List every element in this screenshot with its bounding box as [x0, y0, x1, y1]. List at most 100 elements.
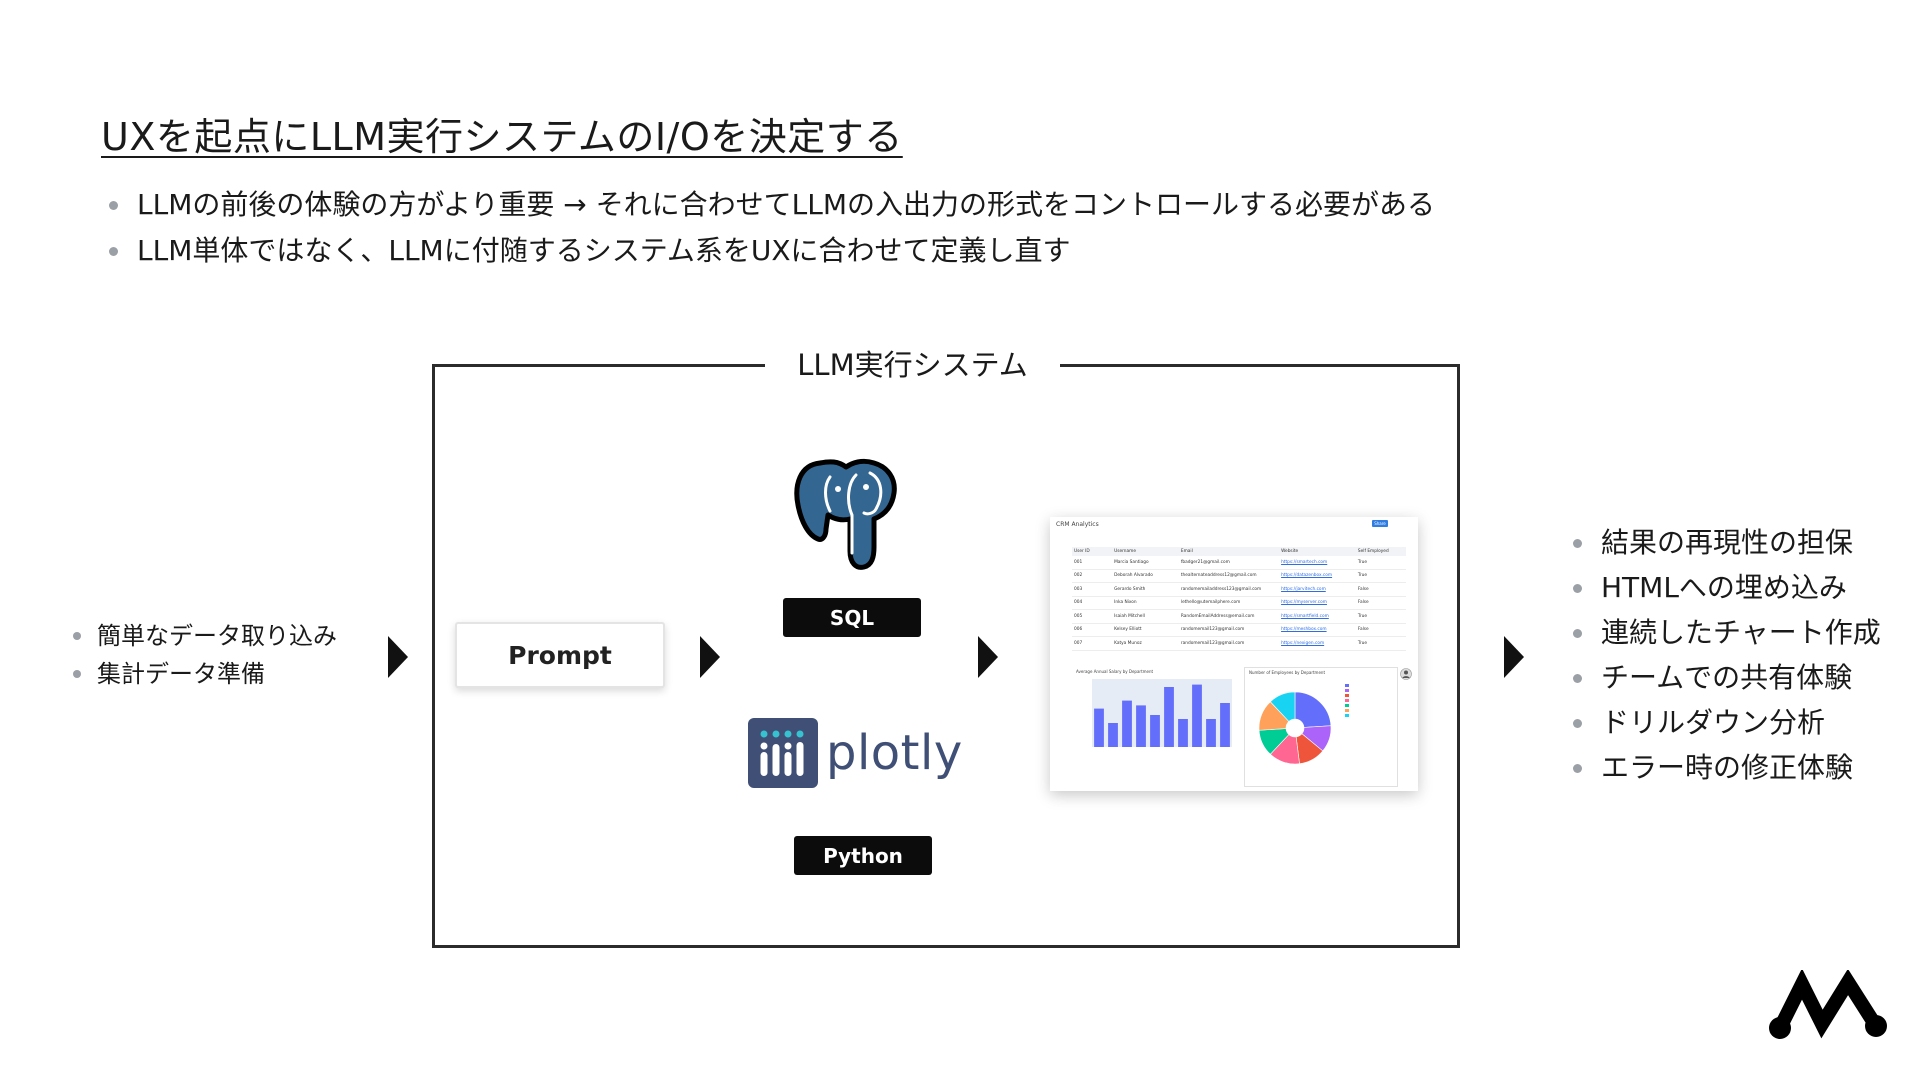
- pie-slice: [1294, 691, 1332, 728]
- table-cell: True: [1355, 569, 1406, 583]
- legend-swatch: [1345, 699, 1349, 702]
- top-bullet-list: LLMの前後の体験の方がより重要 → それに合わせてLLMの入出力の形式をコント…: [108, 182, 1435, 274]
- pie-chart-card: Number of Employees by Department: [1244, 667, 1398, 787]
- table-cell: False: [1355, 623, 1406, 637]
- avatar-icon: [1400, 668, 1412, 680]
- output-bullet-item: エラー時の修正体験: [1573, 745, 1881, 790]
- pie-chart-title: Number of Employees by Department: [1249, 670, 1326, 675]
- column-header: Website: [1279, 547, 1356, 556]
- input-bullet-item: 簡単なデータ取り込み: [73, 617, 337, 655]
- arrow-right-icon: [388, 636, 408, 678]
- table-cell: 001: [1072, 556, 1113, 570]
- legend-swatch: [1345, 684, 1349, 687]
- table-cell: randomemail123@gmail.com: [1178, 623, 1280, 637]
- table-cell: https://jarvitech.com: [1279, 582, 1356, 597]
- arrow-right-icon: [700, 636, 720, 678]
- table-cell: Deborah Alvarado: [1112, 569, 1179, 583]
- table-cell: thealternateaddress12@gmail.com: [1178, 569, 1280, 583]
- table-cell: RandomEmailAddress@email.com: [1178, 609, 1280, 624]
- prompt-box: Prompt: [455, 622, 665, 688]
- bar: [1164, 687, 1174, 747]
- output-bullet-item: ドリルダウン分析: [1573, 700, 1881, 745]
- sql-label: SQL: [783, 598, 921, 637]
- bar-chart: [1092, 679, 1232, 747]
- table-cell: https://myserver.com: [1279, 596, 1356, 610]
- app-screenshot: CRM Analytics Share User ID Username Ema…: [1050, 517, 1418, 791]
- bar: [1136, 705, 1146, 747]
- table-cell: randomemail123@gmail.com: [1178, 636, 1280, 651]
- table-cell: 004: [1072, 596, 1113, 610]
- table-cell: 007: [1072, 636, 1113, 651]
- column-header: Username: [1112, 547, 1179, 556]
- data-table: User ID Username Email Website Self Empl…: [1072, 547, 1406, 651]
- bar: [1206, 719, 1216, 747]
- output-bullet-item: 結果の再現性の担保: [1573, 520, 1881, 565]
- legend-swatch: [1345, 709, 1349, 712]
- table-cell: https://smartech.com: [1279, 556, 1356, 570]
- table-cell: randomemailaddress123@gmail.com: [1178, 582, 1280, 597]
- pie-slice: [1269, 734, 1300, 765]
- bar-chart-title: Average Annual Salary by Department: [1076, 669, 1154, 674]
- company-logo-icon: [1769, 970, 1887, 1039]
- app-title: CRM Analytics: [1056, 521, 1099, 528]
- legend-swatch: [1345, 689, 1349, 692]
- bar: [1122, 700, 1132, 747]
- arrow-right-icon: [1504, 636, 1524, 678]
- pie-slice: [1258, 701, 1290, 731]
- bar: [1108, 723, 1118, 747]
- table-cell: https://nexigen.com: [1279, 636, 1356, 651]
- bar: [1150, 715, 1160, 747]
- bar: [1094, 708, 1104, 747]
- table-cell: False: [1355, 596, 1406, 610]
- column-header: Email: [1178, 547, 1280, 556]
- input-bullet-item: 集計データ準備: [73, 655, 337, 693]
- table-cell: True: [1355, 636, 1406, 651]
- table-cell: False: [1355, 582, 1406, 597]
- column-header: User ID: [1072, 547, 1113, 556]
- bar: [1178, 719, 1188, 747]
- postgresql-logo-icon: [794, 458, 897, 570]
- table-cell: Inka Nixon: [1112, 596, 1179, 610]
- output-bullet-item: 連続したチャート作成: [1573, 610, 1881, 655]
- page-title: UXを起点にLLM実行システムのI/Oを決定する: [101, 115, 903, 159]
- bar: [1192, 684, 1202, 747]
- table-header-row: User ID Username Email Website Self Empl…: [1072, 547, 1406, 556]
- table-cell: fbadger21@gmail.com: [1178, 556, 1280, 570]
- table-cell: True: [1355, 556, 1406, 570]
- pie-slice: [1269, 691, 1296, 722]
- table-cell: Gerardo Smith: [1112, 582, 1179, 597]
- table-cell: Isaiah Mitchell: [1112, 609, 1179, 624]
- top-bullet-item: LLM単体ではなく、LLMに付随するシステム系をUXに合わせて定義し直す: [108, 228, 1435, 274]
- plotly-wordmark: plotly: [826, 725, 963, 781]
- input-bullet-list: 簡単なデータ取り込み 集計データ準備: [73, 617, 337, 693]
- column-header: Self Employed: [1355, 547, 1406, 556]
- legend-swatch: [1345, 704, 1349, 707]
- table-cell: 002: [1072, 569, 1113, 583]
- table-cell: 005: [1072, 609, 1113, 624]
- table-cell: 006: [1072, 623, 1113, 637]
- bar-chart-card: Average Annual Salary by Department: [1072, 667, 1242, 785]
- top-bullet-item: LLMの前後の体験の方がより重要 → それに合わせてLLMの入出力の形式をコント…: [108, 182, 1435, 228]
- table-cell: lethello@utemailphere.com: [1178, 596, 1280, 610]
- plotly-logo-icon: [748, 718, 818, 788]
- share-button: Share: [1372, 520, 1388, 527]
- llm-system-label: LLM実行システム: [765, 345, 1060, 385]
- table-cell: Marcia Santiago: [1112, 556, 1179, 570]
- pie-chart: [1258, 684, 1349, 765]
- table-cell: Katya Munoz: [1112, 636, 1179, 651]
- table-cell: https://meshbox.com: [1279, 623, 1356, 637]
- table-cell: Kelsey Elliott: [1112, 623, 1179, 637]
- legend-swatch: [1345, 714, 1349, 717]
- python-label: Python: [794, 836, 932, 875]
- legend-swatch: [1345, 694, 1349, 697]
- output-bullet-item: HTMLへの埋め込み: [1573, 565, 1881, 610]
- table-cell: True: [1355, 609, 1406, 624]
- output-bullet-item: チームでの共有体験: [1573, 655, 1881, 700]
